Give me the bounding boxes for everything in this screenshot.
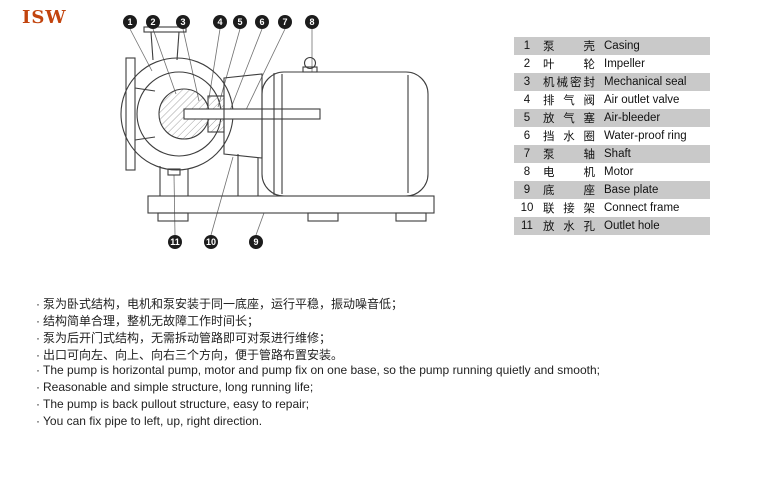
feature-text-cn: 泵为卧式结构，电机和泵安装于同一底座，运行平稳，振动噪音低； [43, 297, 404, 311]
part-name-en: Shaft [604, 148, 631, 160]
part-number: 2 [523, 58, 531, 70]
feature-text-cn: 出口可向左、向上、向右三个方向，便于管路布置安装。 [43, 348, 344, 362]
feature-text-en: The pump is horizontal pump, motor and p… [43, 363, 600, 377]
bullet-icon: · [36, 348, 40, 362]
list-item: · Reasonable and simple structure, long … [33, 379, 600, 396]
pump-diagram: 1 2 3 4 5 6 7 8 11 10 9 [60, 14, 500, 259]
part-number: 1 [523, 40, 531, 52]
callout-marker-9: 9 [249, 235, 263, 249]
callout-marker-8: 8 [305, 15, 319, 29]
part-name-en: Impeller [604, 58, 645, 70]
part-name-cn: 放气塞 [543, 113, 595, 125]
part-number: 6 [523, 130, 531, 142]
callout-marker-2: 2 [146, 15, 160, 29]
callout-marker-4: 4 [213, 15, 227, 29]
part-name-cn: 机械密封 [543, 77, 595, 89]
part-name-cn: 叶轮 [543, 59, 595, 71]
part-name-cn: 挡水圈 [543, 131, 595, 143]
part-number: 11 [521, 220, 533, 232]
table-row: 8 电机 Motor [514, 163, 710, 181]
callout-marker-6: 6 [255, 15, 269, 29]
table-row: 10 联接架 Connect frame [514, 199, 710, 217]
lifting-eye [302, 56, 318, 73]
connect-frame [223, 73, 263, 196]
part-number: 9 [523, 184, 531, 196]
part-number: 8 [523, 166, 531, 178]
shaft [183, 108, 321, 120]
list-item: · 泵为后开门式结构，无需拆动管路即可对泵进行维修； [33, 330, 403, 347]
part-number: 10 [520, 202, 534, 214]
feature-text-en: Reasonable and simple structure, long ru… [43, 380, 314, 394]
parts-table: 1 泵壳 Casing 2 叶轮 Impeller 3 机械密封 Mechani… [514, 37, 710, 235]
table-row: 3 机械密封 Mechanical seal [514, 73, 710, 91]
table-row: 7 泵轴 Shaft [514, 145, 710, 163]
part-name-cn: 电机 [543, 167, 595, 179]
features-en-list: · The pump is horizontal pump, motor and… [33, 362, 600, 430]
outlet-hole [167, 168, 181, 176]
bullet-icon: · [36, 314, 40, 328]
callout-marker-5: 5 [233, 15, 247, 29]
bullet-icon: · [36, 297, 40, 311]
list-item: · The pump is back pullout structure, ea… [33, 396, 600, 413]
bullet-icon: · [36, 380, 40, 394]
part-name-en: Outlet hole [604, 220, 660, 232]
part-name-en: Water-proof ring [604, 130, 687, 142]
table-row: 1 泵壳 Casing [514, 37, 710, 55]
part-name-cn: 放水孔 [543, 221, 595, 233]
discharge-flange [143, 26, 187, 61]
part-number: 4 [523, 94, 531, 106]
pump-pedestal [159, 166, 189, 196]
motor [261, 56, 429, 197]
feature-text-en: You can fix pipe to left, up, right dire… [43, 414, 263, 428]
part-name-en: Air outlet valve [604, 94, 680, 106]
part-name-en: Base plate [604, 184, 659, 196]
base-plate [147, 195, 435, 222]
bullet-icon: · [36, 363, 40, 377]
part-name-cn: 底座 [543, 185, 595, 197]
part-name-en: Casing [604, 40, 640, 52]
feature-text-cn: 泵为后开门式结构，无需拆动管路即可对泵进行维修； [43, 331, 332, 345]
list-item: · 结构简单合理，整机无故障工作时间长； [33, 313, 403, 330]
pump-drawing [120, 26, 435, 236]
part-name-en: Mechanical seal [604, 76, 687, 88]
table-row: 11 放水孔 Outlet hole [514, 217, 710, 235]
bullet-icon: · [36, 331, 40, 345]
part-number: 7 [523, 148, 531, 160]
part-number: 5 [523, 112, 531, 124]
part-name-cn: 联接架 [543, 203, 595, 215]
part-number: 3 [523, 76, 531, 88]
callout-marker-10: 10 [204, 235, 218, 249]
part-name-en: Motor [604, 166, 634, 178]
list-item: · 泵为卧式结构，电机和泵安装于同一底座，运行平稳，振动噪音低； [33, 296, 403, 313]
part-name-cn: 泵轴 [543, 149, 595, 161]
callout-marker-11: 11 [168, 235, 182, 249]
callout-marker-3: 3 [176, 15, 190, 29]
feature-text-cn: 结构简单合理，整机无故障工作时间长； [43, 314, 260, 328]
table-row: 4 排气阀 Air outlet valve [514, 91, 710, 109]
table-row: 2 叶轮 Impeller [514, 55, 710, 73]
table-row: 9 底座 Base plate [514, 181, 710, 199]
list-item: · You can fix pipe to left, up, right di… [33, 413, 600, 430]
callout-marker-1: 1 [123, 15, 137, 29]
part-name-en: Air-bleeder [604, 112, 661, 124]
bullet-icon: · [36, 414, 40, 428]
list-item: · 出口可向左、向上、向右三个方向，便于管路布置安装。 [33, 347, 403, 364]
part-name-cn: 排气阀 [543, 95, 595, 107]
features-cn-list: · 泵为卧式结构，电机和泵安装于同一底座，运行平稳，振动噪音低； · 结构简单合… [33, 296, 403, 364]
page-title: ISW [22, 7, 67, 28]
table-row: 5 放气塞 Air-bleeder [514, 109, 710, 127]
part-name-cn: 泵壳 [543, 41, 595, 53]
list-item: · The pump is horizontal pump, motor and… [33, 362, 600, 379]
part-name-en: Connect frame [604, 202, 680, 214]
table-row: 6 挡水圈 Water-proof ring [514, 127, 710, 145]
feature-text-en: The pump is back pullout structure, easy… [43, 397, 310, 411]
callout-marker-7: 7 [278, 15, 292, 29]
bullet-icon: · [36, 397, 40, 411]
